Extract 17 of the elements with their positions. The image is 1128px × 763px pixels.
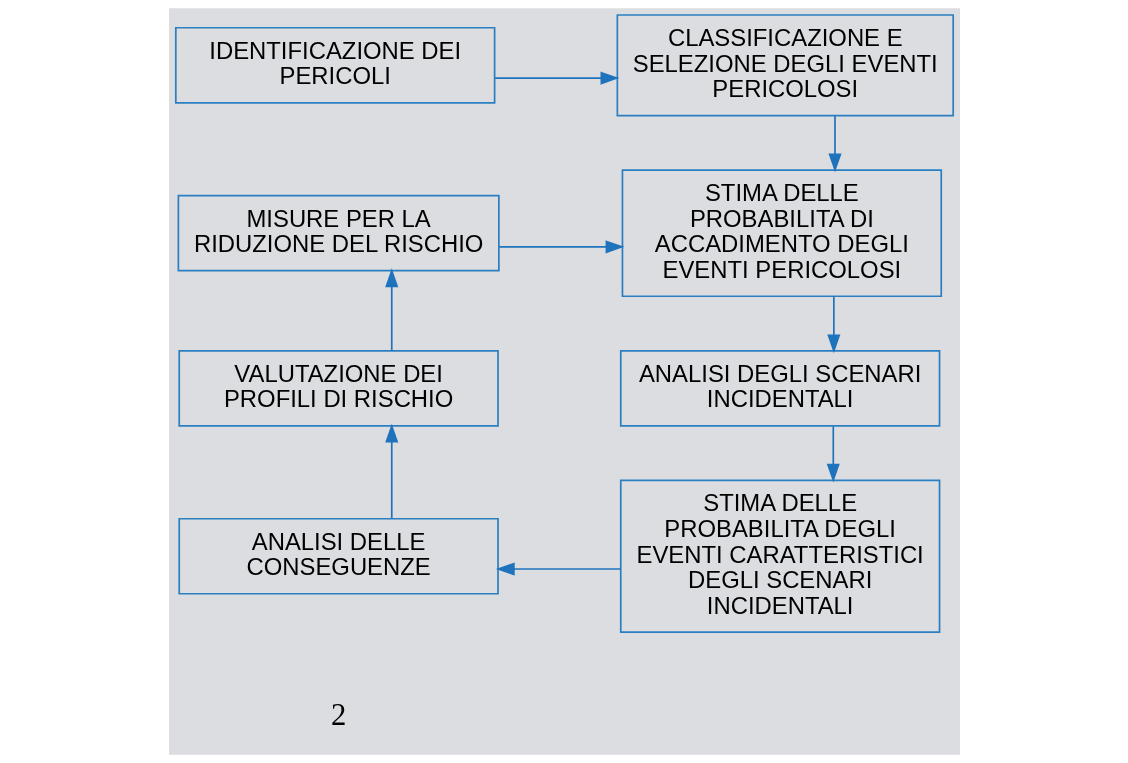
node-box: CLASSIFICAZIONE E SELEZIONE DEGLI EVENTI PERICOLOSI (616, 14, 954, 117)
node-box: STIMA DELLE PROBABILITA DI ACCADIMENTO DEGLI EVENTI PERICOLOSI (621, 169, 942, 298)
arrow (384, 423, 398, 519)
node-box: STIMA DELLE PROBABILITA DEGLI EVENTI CARATTERISTICI DEGLI SCENARI INCIDENTALI (619, 479, 940, 633)
arrow (493, 71, 619, 85)
arrow (826, 295, 840, 354)
node-box: MISURE PER LA RIDUZIONE DEL RISCHIO (177, 194, 500, 272)
arrow (495, 562, 622, 576)
node-box: ANALISI DELLE CONSEGUENZE (177, 517, 499, 595)
arrow (827, 114, 842, 173)
node-box: IDENTIFICAZIONE DEI PERICOLI (174, 26, 495, 104)
node-box: VALUTAZIONE DEI PROFILI DI RISCHIO (177, 349, 499, 427)
label: 2 (330, 697, 346, 732)
arrow (497, 240, 624, 254)
arrow (384, 268, 398, 352)
arrow (826, 425, 840, 483)
node-box: ANALISI DEGLI SCENARI INCIDENTALI (619, 349, 940, 427)
